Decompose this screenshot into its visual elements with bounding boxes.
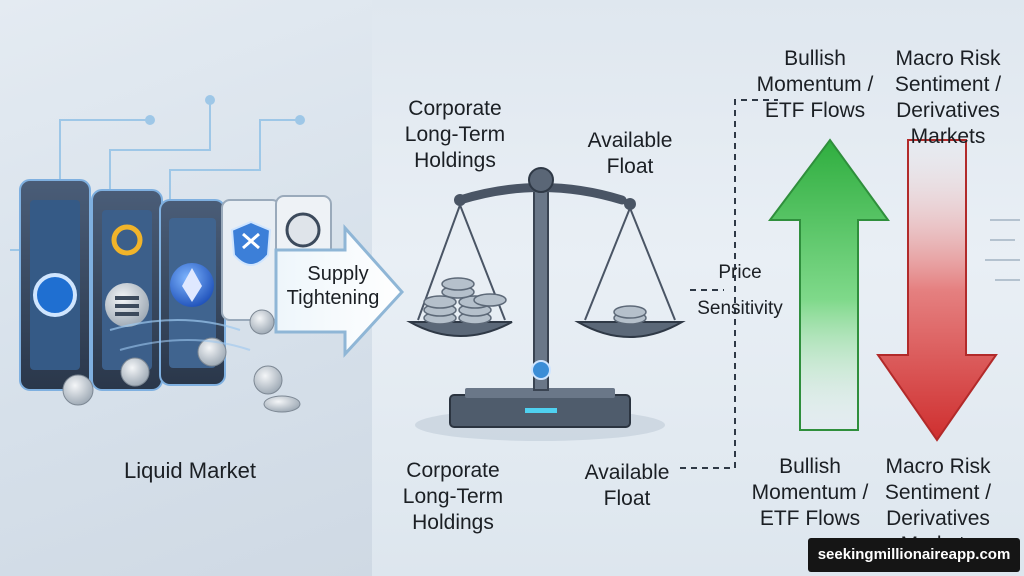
available-float-label-bottom: Available Float	[584, 461, 670, 510]
device-stack-icon	[19, 179, 332, 391]
macro-risk-label-top: Macro Risk Sentiment / Derivatives Marke…	[894, 47, 1002, 148]
tightening-label: Tightening	[286, 287, 380, 309]
available-float-label-top: Available Float	[587, 129, 673, 178]
supply-label: Supply	[307, 263, 369, 285]
bullish-label-top: Bullish Momentum / ETF Flows	[756, 47, 874, 122]
sensitivity-label: Sensitivity	[697, 298, 783, 319]
decor-dashes	[985, 219, 1020, 281]
bearish-down-arrow	[876, 139, 998, 442]
watermark-badge: seekingmillionaireapp.com	[808, 538, 1020, 572]
liquid-market-label: Liquid Market	[123, 458, 257, 483]
flying-coins	[62, 309, 301, 413]
bullish-up-arrow	[768, 138, 890, 431]
corporate-holdings-label-bottom: Corporate Long-Term Holdings	[402, 459, 504, 534]
dashed-connector	[680, 99, 778, 469]
corporate-holdings-label-top: Corporate Long-Term Holdings	[404, 97, 506, 172]
supply-tightening-arrow	[274, 224, 405, 358]
bullish-label-bottom: Bullish Momentum / ETF Flows	[751, 455, 869, 530]
balance-scale-icon	[406, 167, 686, 441]
price-label: Price	[718, 262, 762, 283]
